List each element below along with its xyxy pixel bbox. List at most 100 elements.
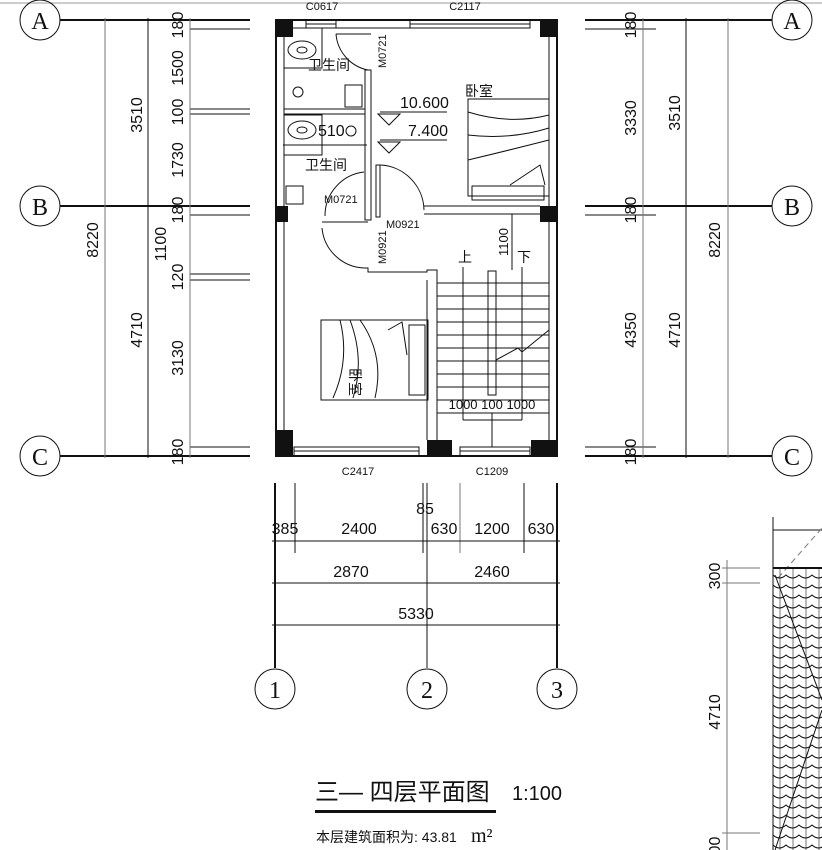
roof-tile-row (772, 834, 822, 839)
roof-tile-row (772, 784, 822, 789)
floor-area-unit: m² (471, 825, 493, 847)
dim-left-middle: 3510 (129, 97, 146, 133)
dim-left-inner: 1500 (170, 50, 187, 86)
dim-right-middle: 3510 (667, 95, 684, 131)
dim-right-inner: 180 (623, 439, 640, 466)
room-label-bedroom: 卧室 (347, 368, 363, 396)
left-dimensions: 8220 3510 4710 180 1500 100 1730 180 110… (85, 12, 187, 466)
roof-tile-row (772, 664, 822, 669)
door-label: M0921 (386, 219, 420, 231)
dim-bottom-row1: 1200 (474, 521, 510, 538)
section-dim: 300 (707, 563, 724, 590)
roof-tile-row (772, 684, 822, 689)
axis-bubbles-left: A B C (19, 0, 250, 477)
elevation-lower: 7.400 (408, 123, 448, 140)
roof-tile-row (772, 614, 822, 619)
dim-left-inner: 3130 (170, 340, 187, 376)
dim-bottom-total: 5330 (398, 606, 434, 623)
roof-tile-row (772, 574, 822, 579)
roof-tile-row (772, 674, 822, 679)
roof-tile-row (772, 804, 822, 809)
axis-label-b: B (32, 195, 48, 221)
room-label-bathroom: 卫生间 (308, 57, 350, 73)
elevation-upper: 10.600 (400, 95, 449, 112)
axis-label-3: 3 (551, 678, 563, 704)
bed-bottom (320, 319, 429, 401)
stair-landing-dim: 1100 (496, 228, 511, 256)
roof-tile-row (772, 644, 822, 649)
roof-tile-row (772, 734, 822, 739)
dim-left-middle: 4710 (129, 312, 146, 348)
dim-left-inner: 180 (170, 12, 187, 39)
door-swing-m0921-bottom (321, 227, 365, 269)
window-label: C1209 (476, 466, 508, 478)
toilet-icon (287, 120, 317, 140)
roof-tile-row (772, 694, 822, 699)
dim-bottom-row1: 2400 (341, 521, 377, 538)
floor-drain-icon (292, 86, 304, 98)
stair-handrail (487, 270, 497, 396)
window-label: C2117 (449, 1, 481, 13)
axis-label-2: 2 (421, 678, 433, 704)
dim-bottom-row2: 2460 (474, 564, 510, 581)
roof-tile-row (772, 744, 822, 749)
dim-left-inner: 180 (170, 439, 187, 466)
window-label: C0617 (306, 1, 338, 13)
staircase (437, 214, 550, 447)
right-dimensions: 180 3330 180 4350 180 3510 4710 8220 (623, 12, 724, 466)
dim-right-inner: 180 (623, 12, 640, 39)
dim-bottom-row1: 630 (431, 521, 458, 538)
title-block: 三— 四层平面图 1:100 本层建筑面积为: 43.81 m² (315, 779, 562, 847)
roof-section-partial: 300 4710 300 (707, 517, 822, 850)
door-swing-m0721-bottom (324, 171, 365, 217)
floor-area-label: 本层建筑面积为: 43.81 (316, 829, 457, 845)
elevation-marker-icon (376, 141, 402, 154)
elevation-marker-icon (376, 113, 402, 126)
dim-right-inner: 4350 (623, 312, 640, 348)
roof-tile-row (772, 714, 822, 719)
window-label: C2417 (342, 466, 374, 478)
roof-tile-row (772, 584, 822, 589)
room-label-bedroom: 卧室 (465, 83, 493, 99)
axis-label-1: 1 (269, 678, 281, 704)
drawing-scale: 1:100 (512, 783, 562, 805)
axis-label-a: A (783, 9, 801, 35)
axis-label-b: B (784, 195, 800, 221)
plan-labels: C0617 C2117 C2417 C1209 M0721 M0721 M092… (305, 1, 535, 478)
sink-icon (285, 185, 304, 205)
dim-right-inner: 180 (623, 197, 640, 224)
roof-tile-row (772, 634, 822, 639)
roof-tile-row (772, 704, 822, 709)
dim-bottom-row1: 85 (416, 501, 434, 518)
section-dim: 4710 (707, 694, 724, 730)
axis-label-c: C (784, 445, 800, 471)
roof-tile-row (772, 814, 822, 819)
dim-left-inner: 120 (170, 264, 187, 291)
axis-bubbles-right: A B C (585, 0, 813, 477)
roof-tile-row (772, 594, 822, 599)
dim-left-inner: 100 (170, 99, 187, 126)
axis-label-c: C (32, 445, 48, 471)
door-swing-m0921-top (379, 164, 425, 211)
dim-right-outer: 8220 (707, 222, 724, 258)
floor-drain-icon (345, 125, 357, 137)
stair-break-line (495, 329, 550, 361)
bottom-dimensions: 385 2400 85 630 1200 630 2870 2460 5330 … (254, 483, 578, 710)
roof-tile-row (772, 654, 822, 659)
dim-bottom-row1: 630 (528, 521, 555, 538)
bathroom-fixtures (283, 27, 367, 205)
sink-icon (344, 84, 363, 108)
door-label: M0721 (324, 194, 358, 206)
door-label: M0721 (377, 34, 389, 68)
dim-left-inner: 180 (170, 197, 187, 224)
roof-tile-row (772, 844, 822, 849)
roof-tile-row (772, 794, 822, 799)
roof-tile-row (772, 754, 822, 759)
bath-dimension: 510 (318, 123, 345, 140)
dim-left-inner: 1100 (153, 227, 170, 262)
room-label-bathroom: 卫生间 (305, 157, 347, 173)
drawing-title: 三— 四层平面图 (315, 779, 490, 806)
roof-tile-row (772, 604, 822, 609)
axis-label-a: A (31, 9, 49, 35)
